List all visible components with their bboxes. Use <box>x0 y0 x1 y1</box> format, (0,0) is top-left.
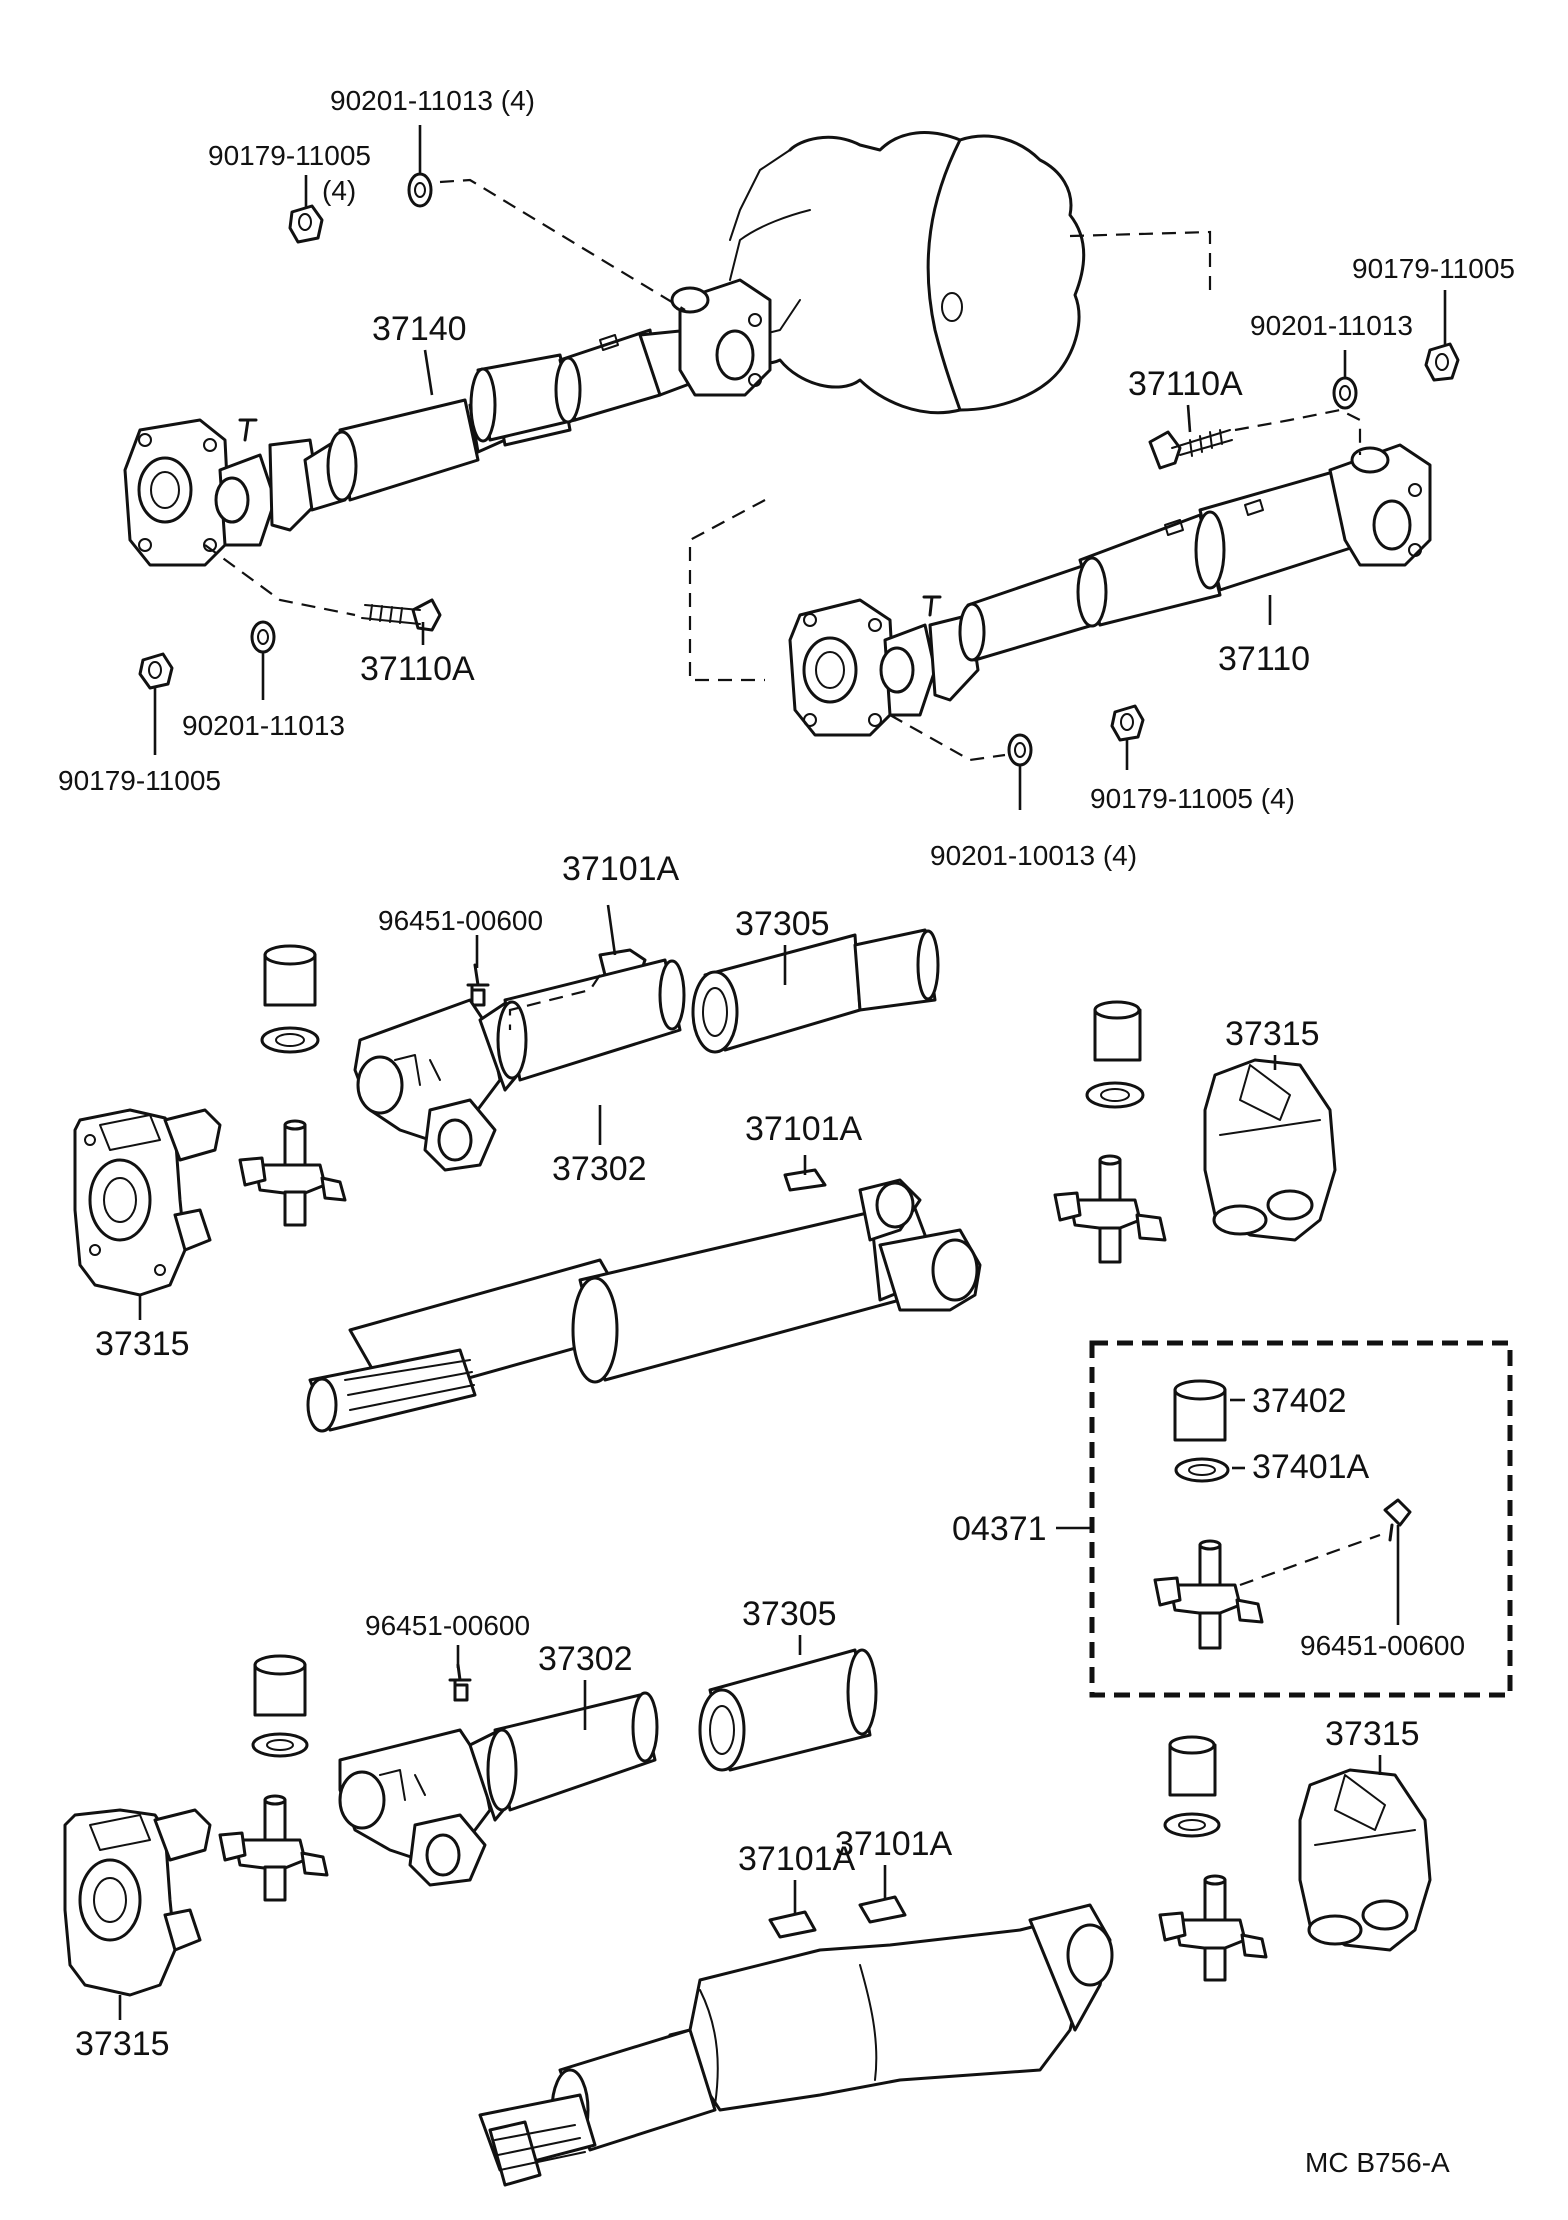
label-yoke-left-b: 37315 <box>75 2025 170 2063</box>
label-top-washer-left-a: 90179-11005 <box>208 140 371 171</box>
front-propeller-shaft <box>123 278 772 567</box>
label-nut-front: 90179-11005 <box>58 765 221 796</box>
label-yoke-left-a: 37315 <box>95 1325 190 1363</box>
part-number-labels: 90201-11013 (4) 90179-11005 (4) 37140 37… <box>58 85 1515 2178</box>
middle-leader-lines <box>138 904 1277 1320</box>
repair-kit-box <box>1056 1340 1513 1698</box>
label-top-washer-left-b: (4) <box>322 175 356 206</box>
label-kit: 04371 <box>952 1510 1047 1548</box>
label-shim-c: 37101A <box>835 1825 953 1863</box>
label-washer-rear: 90201-10013 (4) <box>930 840 1137 871</box>
label-bolt-front: 37110A <box>360 650 475 688</box>
label-nut-rear: 90179-11005 (4) <box>1090 783 1295 814</box>
label-yoke-right-a: 37315 <box>1225 1015 1320 1053</box>
exploded-joint-b <box>63 1648 1432 2187</box>
bottom-leader-lines <box>118 1635 1382 2020</box>
label-shim-a: 37101A <box>562 850 680 888</box>
label-washer-right-top: 90201-11013 <box>1250 310 1413 341</box>
label-figure-code: MC B756-A <box>1305 2147 1450 2178</box>
label-grease-a: 96451-00600 <box>378 905 543 936</box>
top-fasteners <box>138 172 1460 767</box>
label-shim-d: 37101A <box>738 1840 856 1878</box>
label-shaft-rear: 37110 <box>1218 640 1310 678</box>
exploded-joint-a <box>73 928 1337 1433</box>
label-tube-b: 37302 <box>538 1640 633 1678</box>
label-shim-b: 37101A <box>745 1110 863 1148</box>
label-grease-kit: 96451-00600 <box>1300 1630 1465 1661</box>
transmission-housing <box>698 131 1212 415</box>
label-shaft-front: 37140 <box>372 310 467 348</box>
rear-propeller-shaft <box>688 443 1432 737</box>
label-nut-right-top: 90179-11005 <box>1352 253 1515 284</box>
label-top-nut-left: 90201-11013 (4) <box>330 85 535 116</box>
label-yoke-right-b: 37315 <box>1325 1715 1420 1753</box>
label-cup-kit: 37402 <box>1252 1382 1347 1420</box>
label-sleeve-a: 37305 <box>735 905 830 943</box>
top-leader-lines <box>153 125 1447 810</box>
label-sleeve-b: 37305 <box>742 1595 837 1633</box>
label-bolt-rear: 37110A <box>1128 365 1243 403</box>
label-tube-a: 37302 <box>552 1150 647 1188</box>
label-grease-b: 96451-00600 <box>365 1610 530 1641</box>
label-snap-kit: 37401A <box>1252 1448 1370 1486</box>
label-washer-front: 90201-11013 <box>182 710 345 741</box>
